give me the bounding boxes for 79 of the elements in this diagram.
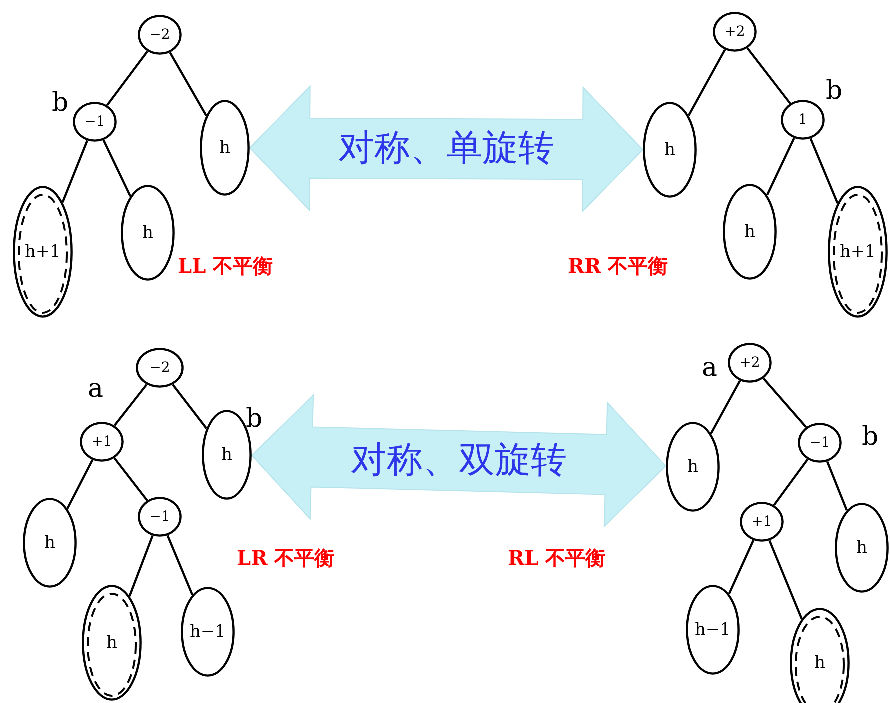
tree-node xyxy=(136,348,184,388)
node-tag: b xyxy=(246,406,263,432)
tree-node xyxy=(138,497,182,537)
tree-branch xyxy=(810,138,839,204)
subtree-ellipse xyxy=(666,422,720,512)
tree-node xyxy=(713,12,757,52)
tree-branch xyxy=(114,458,148,502)
tree-branch xyxy=(710,380,742,434)
tree-node xyxy=(80,422,124,462)
subtree-ellipse xyxy=(82,585,142,701)
node-value: −2 xyxy=(150,361,170,375)
node-value: −1 xyxy=(810,436,830,450)
node-value: −1 xyxy=(84,115,106,129)
node-value: −1 xyxy=(150,510,170,524)
subtree-ellipse xyxy=(723,184,777,280)
node-tag: a xyxy=(88,376,104,402)
node-value: h xyxy=(220,140,230,156)
node-value: h−1 xyxy=(190,624,226,640)
subtree-ellipse xyxy=(686,585,740,675)
node-value: h xyxy=(222,446,232,464)
tree-branch xyxy=(166,535,194,596)
node-value: h xyxy=(142,224,154,242)
subtree-ellipse xyxy=(828,186,888,318)
subtree-ellipse xyxy=(643,102,697,198)
tree-branch xyxy=(66,460,94,510)
tree-branch xyxy=(169,52,208,116)
tree-branch xyxy=(102,140,132,197)
tree-node xyxy=(781,100,825,140)
node-value: h xyxy=(664,142,676,158)
node-value: h xyxy=(688,458,698,476)
node-tag: b xyxy=(52,90,69,116)
node-value: 1 xyxy=(798,113,808,127)
node-tag: b xyxy=(826,78,843,104)
edge-label: 对称、双旋转 xyxy=(351,442,567,479)
node-value: h xyxy=(106,634,118,652)
tree-branch xyxy=(128,536,154,597)
node-value: +2 xyxy=(724,25,746,39)
node-value: h+1 xyxy=(24,244,61,260)
tree-node xyxy=(138,15,182,55)
tree-branch xyxy=(172,384,208,430)
tree-branch xyxy=(768,540,803,620)
tree-branch xyxy=(826,461,848,511)
tree-branch xyxy=(106,50,149,106)
node-value: h−1 xyxy=(694,622,731,638)
case-label: LR 不平衡 xyxy=(237,548,335,568)
tree-branch xyxy=(746,48,792,104)
node-tag: b xyxy=(862,424,879,450)
tree-branch xyxy=(766,138,796,196)
tree-node xyxy=(73,102,117,142)
node-value: +2 xyxy=(740,356,760,370)
subtree-ellipse xyxy=(181,587,235,677)
node-value: −2 xyxy=(150,28,170,42)
subtree-ellipse xyxy=(13,186,73,318)
tree-node xyxy=(728,343,772,383)
tree-node xyxy=(740,502,784,542)
case-label: RL 不平衡 xyxy=(508,548,606,568)
node-value: h+1 xyxy=(840,244,876,260)
double-arrow xyxy=(251,394,667,528)
node-value: h xyxy=(744,224,756,240)
tree-branch xyxy=(773,458,809,506)
tree-node xyxy=(798,423,842,463)
subtree-ellipse xyxy=(121,185,175,281)
node-value: +1 xyxy=(752,515,772,529)
node-value: h xyxy=(856,540,868,556)
node-value: +1 xyxy=(92,435,112,449)
double-arrow xyxy=(249,85,644,213)
subtree-ellipse xyxy=(835,503,889,593)
node-tag: a xyxy=(702,355,718,381)
subtree-ellipse xyxy=(200,100,250,196)
subtree-ellipse xyxy=(23,498,77,588)
node-value: h xyxy=(814,654,826,672)
tree-branch xyxy=(728,540,755,595)
edge-label: 对称、单旋转 xyxy=(338,130,554,167)
node-value: h xyxy=(44,534,56,552)
tree-branch xyxy=(688,49,726,116)
tree-branch xyxy=(62,140,88,203)
tree-branch xyxy=(762,378,808,428)
tree-branch xyxy=(114,384,148,426)
case-label: RR 不平衡 xyxy=(568,256,668,276)
